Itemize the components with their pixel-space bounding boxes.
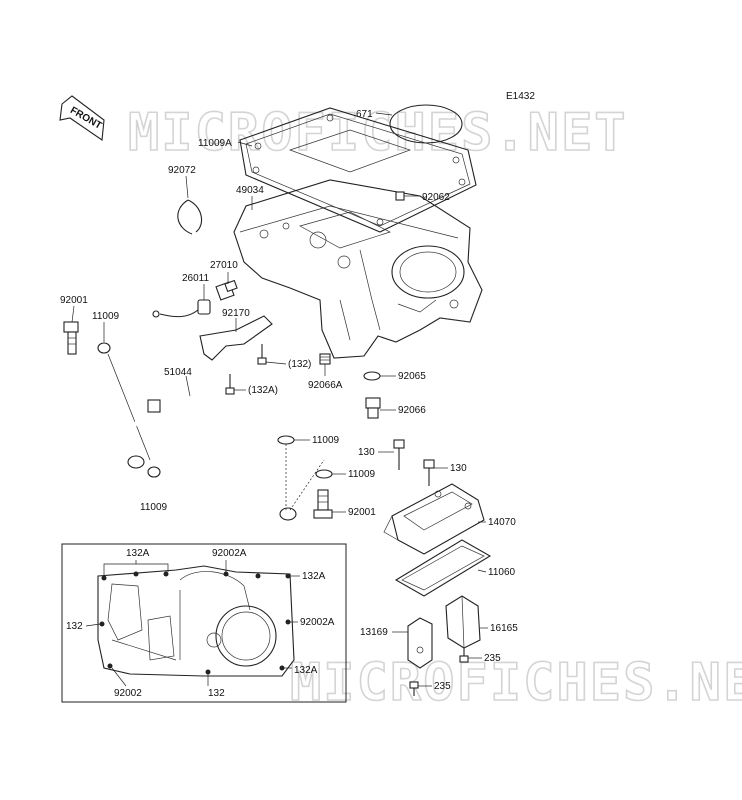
label-130-right: 130: [450, 463, 467, 474]
front-arrow-icon: FRONT: [59, 95, 105, 141]
label-92001-left: 92001: [60, 295, 88, 306]
switch-27010: [215, 279, 238, 301]
bolt-92001-center: [313, 489, 333, 519]
watermark-bottom: MICROFICHES.NET: [290, 653, 742, 713]
watermark-top: MICROFICHES.NET: [128, 103, 628, 163]
inset-pan-bottom-view: [97, 565, 295, 677]
label-11009-center-b: 11009: [348, 469, 376, 480]
washer-92065: [363, 371, 381, 381]
label-16165: 16165: [490, 623, 518, 634]
bolt-130-left: [393, 439, 405, 470]
plug-92062: [395, 191, 405, 201]
label-92065: 92065: [398, 371, 426, 382]
inset-label-132-left: 132: [66, 621, 83, 632]
label-92072: 92072: [168, 165, 196, 176]
label-132a: (132A): [248, 385, 278, 396]
label-92001-center: 92001: [348, 507, 376, 518]
bolt-132a: [225, 374, 235, 395]
label-11009-center-a: 11009: [312, 435, 340, 446]
plug-92066a: [319, 353, 331, 365]
washer-11009-bottom-left: [147, 466, 161, 478]
label-235-left: 235: [434, 681, 451, 692]
label-51044: 51044: [164, 367, 192, 378]
inset-label-92002a-top: 92002A: [212, 548, 247, 559]
bolt-130-right: [423, 459, 435, 486]
inset-label-92002: 92002: [114, 688, 142, 699]
label-13169: 13169: [360, 627, 388, 638]
label-130-left: 130: [358, 447, 375, 458]
label-11009-left: 11009: [92, 311, 120, 322]
screw-235-right: [459, 648, 469, 663]
label-27010: 27010: [210, 260, 238, 271]
washer-11009-center-b: [315, 469, 333, 479]
label-14070: 14070: [488, 517, 516, 528]
label-132: (132): [288, 359, 311, 370]
bolt-92001-left: [63, 321, 79, 355]
gasket-11009a: [239, 107, 477, 233]
label-92062: 92062: [422, 192, 450, 203]
washer-11009-center-a: [277, 435, 295, 445]
cover-14070: [383, 483, 485, 555]
pipe-51044: [127, 394, 297, 521]
clamp-92072: [177, 199, 203, 235]
inset-label-132a-right: 132A: [302, 571, 326, 582]
inset-label-132a-bottom: 132A: [294, 665, 318, 676]
inset-box: [61, 543, 347, 703]
label-92170: 92170: [222, 308, 250, 319]
oil-pan-49034: [233, 179, 483, 359]
inset-label-132-bottom: 132: [208, 688, 225, 699]
label-671: 671: [356, 109, 373, 120]
washer-11009-left: [97, 342, 111, 354]
label-26011: 26011: [182, 273, 210, 284]
label-235-right: 235: [484, 653, 501, 664]
label-49034: 49034: [236, 185, 264, 196]
bracket-13169: [407, 617, 433, 669]
bracket-92170: [199, 315, 273, 361]
label-11060: 11060: [488, 567, 516, 578]
bolt-132: [257, 344, 267, 365]
inset-label-92002a-right: 92002A: [300, 617, 335, 628]
label-11009a: 11009A: [198, 138, 232, 149]
label-92066a: 92066A: [308, 380, 343, 391]
inset-label-132a-top: 132A: [126, 548, 150, 559]
plate-16165: [445, 595, 481, 649]
plug-92066: [365, 397, 381, 419]
screw-235-left: [409, 681, 419, 696]
diagram-code: E1432: [506, 91, 535, 102]
harness-26011: [152, 299, 211, 318]
gasket-11060: [394, 539, 492, 597]
label-11009-bottom-left: 11009: [140, 502, 168, 513]
label-92066: 92066: [398, 405, 426, 416]
